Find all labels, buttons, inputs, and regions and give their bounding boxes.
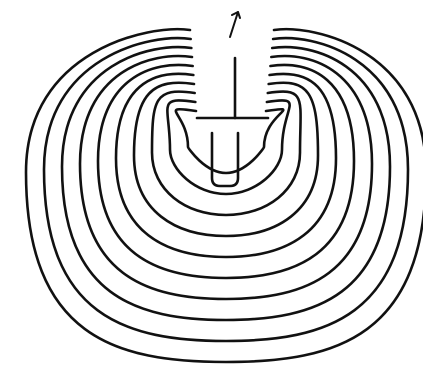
labyrinth-center-cell (212, 133, 238, 186)
labyrinth-wall-ring (80, 56, 372, 299)
labyrinth-wall-ring (44, 38, 408, 341)
labyrinth-wall-ring (167, 100, 289, 194)
labyrinth-wall-ring (26, 29, 423, 362)
labyrinth-wall-ring (116, 74, 336, 257)
arrow-up-icon (230, 12, 240, 37)
labyrinth-walls (26, 29, 423, 362)
